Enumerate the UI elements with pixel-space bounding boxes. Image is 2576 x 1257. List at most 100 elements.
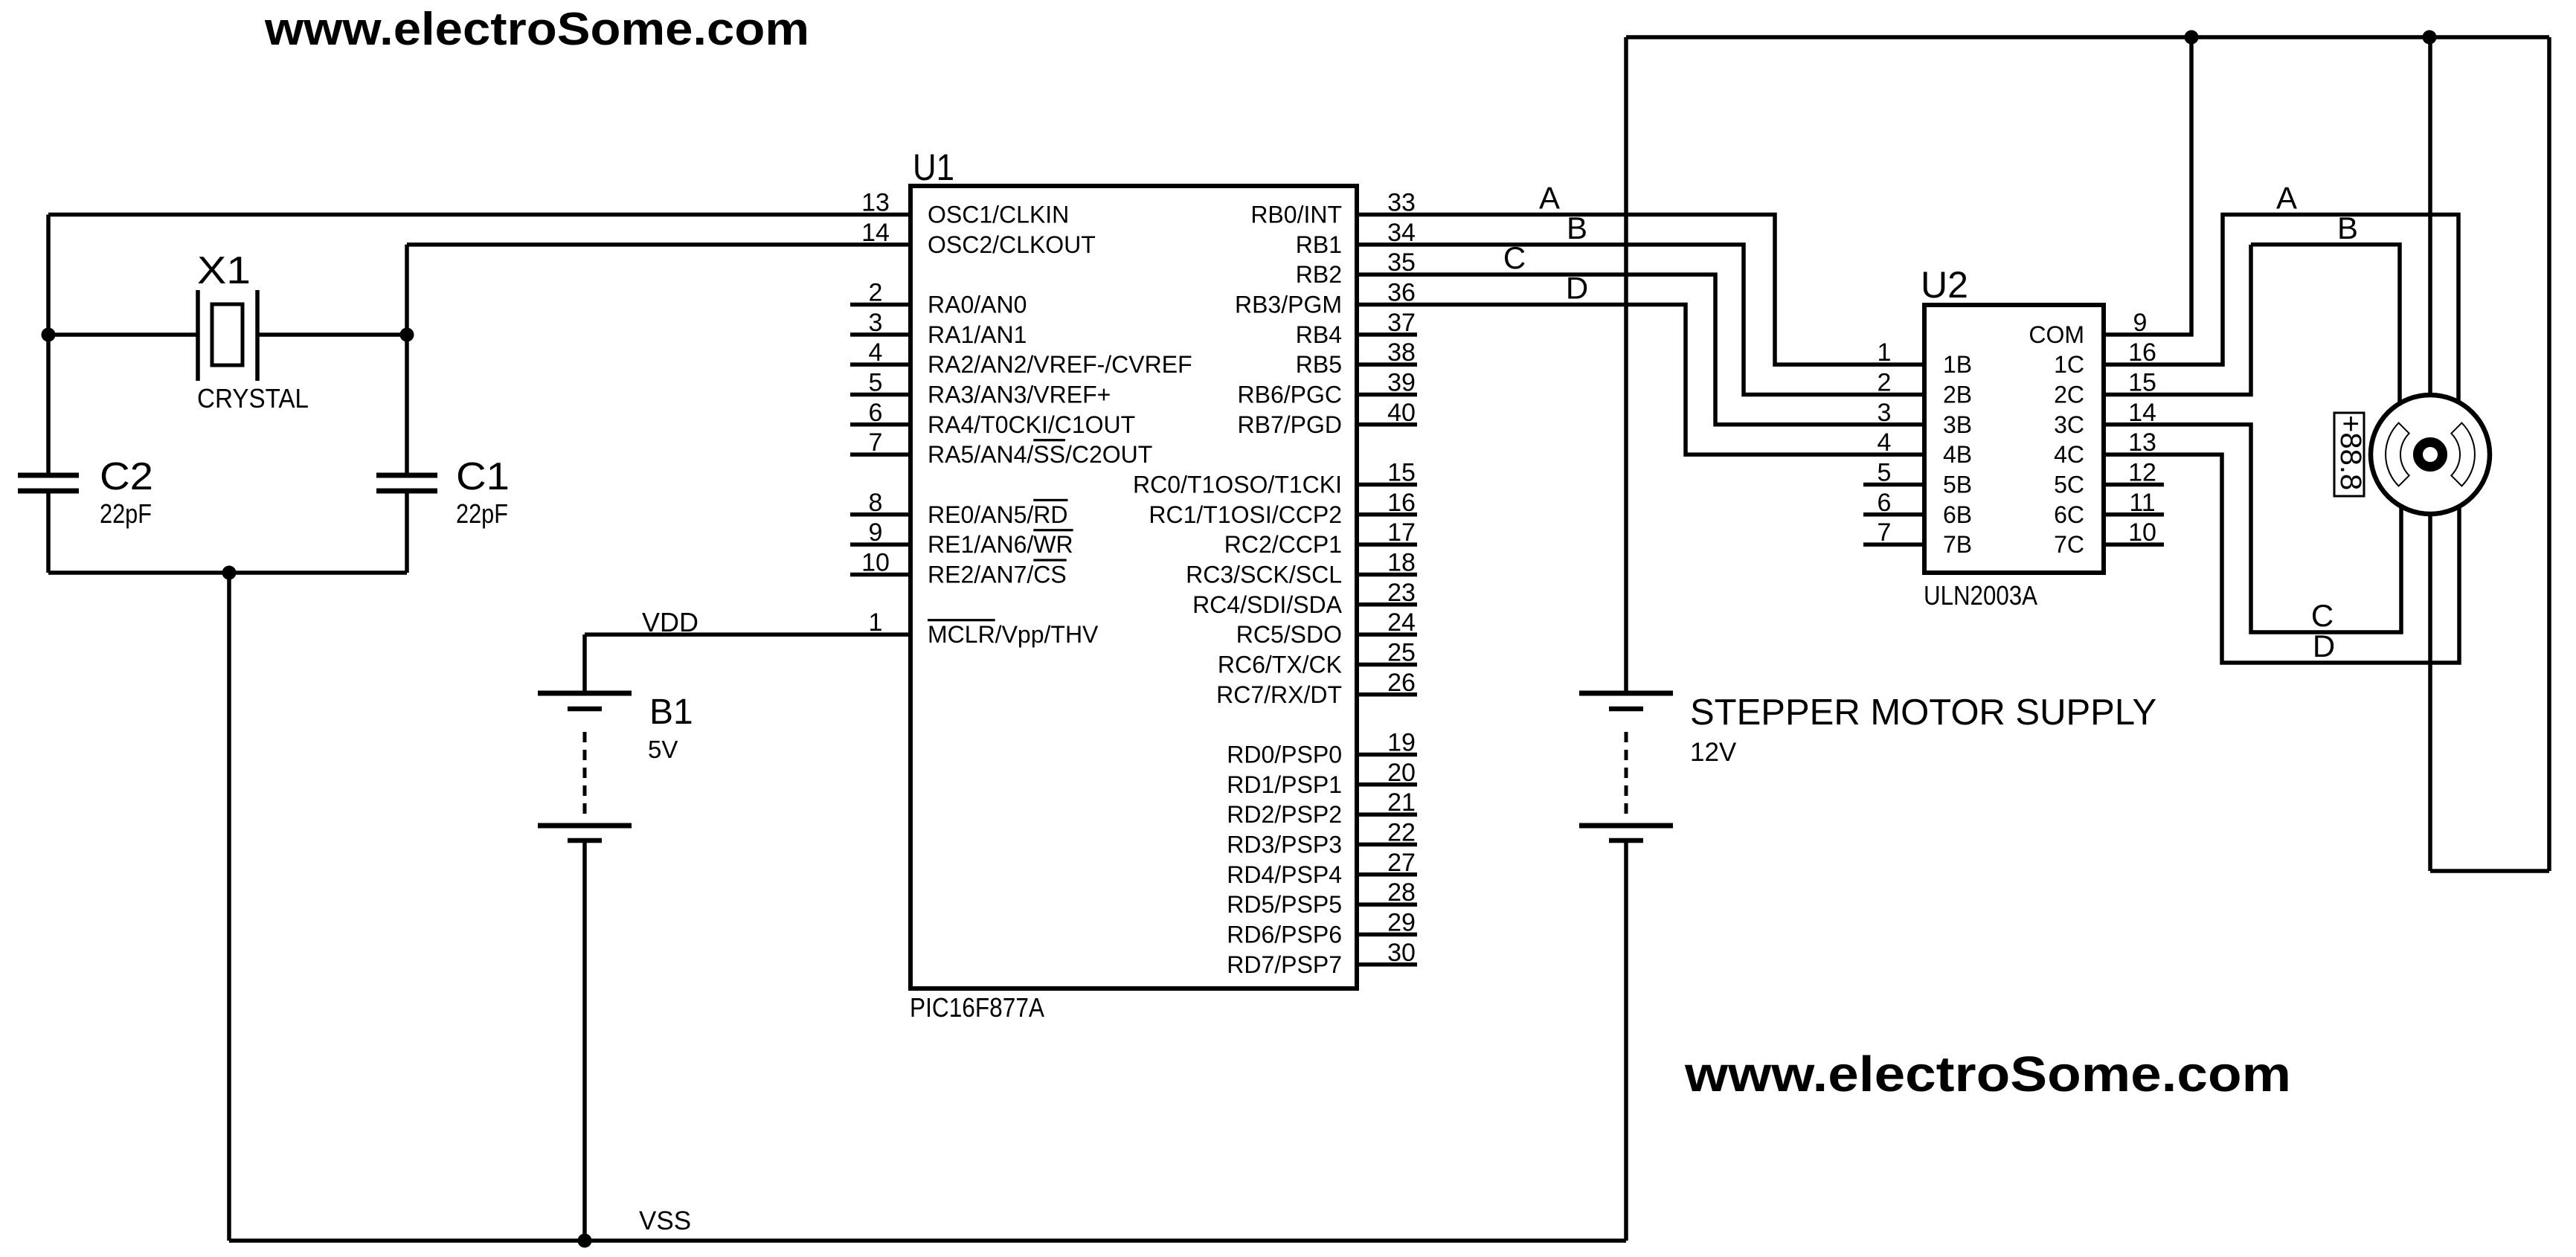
svg-text:6: 6 [1878,489,1892,517]
svg-text:4: 4 [1878,428,1892,457]
svg-text:RE2/AN7/CS: RE2/AN7/CS [928,561,1067,588]
svg-text:1: 1 [869,608,883,637]
svg-text:15: 15 [1387,458,1416,486]
svg-text:OSC1/CLKIN: OSC1/CLKIN [928,202,1069,228]
svg-text:RC1/T1OSI/CCP2: RC1/T1OSI/CCP2 [1149,501,1342,528]
svg-text:19: 19 [1387,728,1416,756]
svg-text:34: 34 [1387,219,1416,247]
svg-text:RE1/AN6/WR: RE1/AN6/WR [928,531,1073,558]
svg-text:C: C [1503,240,1526,275]
svg-text:RD5/PSP5: RD5/PSP5 [1227,891,1342,918]
svg-text:RC0/T1OSO/T1CKI: RC0/T1OSO/T1CKI [1133,471,1342,498]
svg-text:RD7/PSP7: RD7/PSP7 [1227,951,1342,978]
svg-text:RB5: RB5 [1296,351,1342,378]
svg-text:8: 8 [869,489,883,517]
svg-text:5: 5 [1878,458,1892,486]
svg-text:B: B [2337,210,2358,245]
svg-text:40: 40 [1387,399,1416,427]
svg-text:7: 7 [1878,518,1892,547]
svg-text:6B: 6B [1943,501,1972,528]
svg-text:RB2: RB2 [1296,261,1342,288]
svg-text:4C: 4C [2054,441,2084,468]
svg-text:33: 33 [1387,189,1416,217]
svg-text:16: 16 [1387,489,1416,517]
svg-text:RB0/INT: RB0/INT [1250,202,1342,228]
svg-text:PIC16F877A: PIC16F877A [910,992,1044,1023]
svg-text:12V: 12V [1690,738,1737,767]
svg-text:www.electroSome.com: www.electroSome.com [264,4,809,55]
svg-text:D: D [1566,270,1588,305]
svg-text:22pF: 22pF [456,498,508,529]
svg-text:RC6/TX/CK: RC6/TX/CK [1218,651,1342,678]
svg-text:RB1: RB1 [1296,231,1342,258]
svg-text:COM: COM [2029,321,2084,348]
svg-text:RA2/AN2/VREF-/CVREF: RA2/AN2/VREF-/CVREF [928,351,1192,378]
svg-text:35: 35 [1387,248,1416,277]
svg-text:RC7/RX/DT: RC7/RX/DT [1216,681,1342,708]
svg-text:A: A [1539,181,1560,216]
svg-text:9: 9 [869,518,883,547]
svg-text:D: D [2313,628,2335,663]
svg-text:10: 10 [861,548,890,576]
svg-text:3B: 3B [1943,411,1972,438]
svg-text:2: 2 [869,278,883,306]
svg-text:17: 17 [1387,518,1416,547]
svg-text:ULN2003A: ULN2003A [1924,580,2037,611]
svg-text:23: 23 [1387,579,1416,607]
svg-text:RD0/PSP0: RD0/PSP0 [1227,741,1342,768]
svg-text:STEPPER MOTOR SUPPLY: STEPPER MOTOR SUPPLY [1690,692,2156,733]
svg-text:5: 5 [869,368,883,396]
svg-text:RC3/SCK/SCL: RC3/SCK/SCL [1186,561,1342,588]
svg-text:27: 27 [1387,849,1416,877]
svg-text:3C: 3C [2054,411,2084,438]
svg-text:7B: 7B [1943,531,1972,558]
svg-text:6: 6 [869,399,883,427]
svg-text:38: 38 [1387,338,1416,367]
svg-text:RD2/PSP2: RD2/PSP2 [1227,801,1342,828]
svg-text:12: 12 [2128,458,2156,486]
svg-text:+88.8: +88.8 [2334,415,2367,490]
svg-text:RA4/T0CKI/C1OUT: RA4/T0CKI/C1OUT [928,411,1135,438]
svg-text:9: 9 [2133,309,2148,337]
svg-text:15: 15 [2128,368,2156,396]
svg-text:5C: 5C [2054,471,2084,498]
svg-text:C1: C1 [456,455,510,498]
svg-text:22: 22 [1387,818,1416,846]
svg-text:RA5/AN4/SS/C2OUT: RA5/AN4/SS/C2OUT [928,441,1152,468]
svg-text:RA3/AN3/VREF+: RA3/AN3/VREF+ [928,381,1111,408]
svg-text:2B: 2B [1943,381,1972,408]
svg-text:MCLR/Vpp/THV: MCLR/Vpp/THV [928,621,1099,648]
svg-text:3: 3 [1878,399,1892,427]
svg-text:RD3/PSP3: RD3/PSP3 [1227,831,1342,858]
svg-text:RC5/SDO: RC5/SDO [1236,621,1342,648]
svg-text:3: 3 [869,309,883,337]
svg-text:1B: 1B [1943,351,1972,378]
svg-text:6C: 6C [2054,501,2084,528]
svg-text:RA0/AN0: RA0/AN0 [928,291,1027,318]
svg-text:RC4/SDI/SDA: RC4/SDI/SDA [1192,591,1343,618]
svg-text:24: 24 [1387,608,1416,637]
svg-text:CRYSTAL: CRYSTAL [197,383,309,414]
svg-text:26: 26 [1387,669,1416,697]
svg-text:C2: C2 [100,455,153,498]
svg-text:1: 1 [1878,338,1892,367]
svg-text:RB4: RB4 [1296,321,1342,348]
svg-text:37: 37 [1387,309,1416,337]
svg-text:21: 21 [1387,788,1416,817]
svg-text:VSS: VSS [639,1206,691,1235]
svg-text:A: A [2276,181,2297,216]
svg-text:B: B [1567,210,1587,245]
svg-text:20: 20 [1387,759,1416,787]
svg-text:RB3/PGM: RB3/PGM [1235,291,1342,318]
svg-text:2: 2 [1878,368,1892,396]
svg-text:X1: X1 [197,249,251,292]
svg-text:VDD: VDD [642,607,698,637]
svg-text:RA1/AN1: RA1/AN1 [928,321,1027,348]
svg-text:RD4/PSP4: RD4/PSP4 [1227,861,1342,888]
svg-text:4B: 4B [1943,441,1972,468]
svg-text:5B: 5B [1943,471,1972,498]
svg-text:C: C [2311,598,2334,633]
svg-text:RD6/PSP6: RD6/PSP6 [1227,921,1342,948]
svg-text:29: 29 [1387,908,1416,936]
svg-text:18: 18 [1387,548,1416,576]
